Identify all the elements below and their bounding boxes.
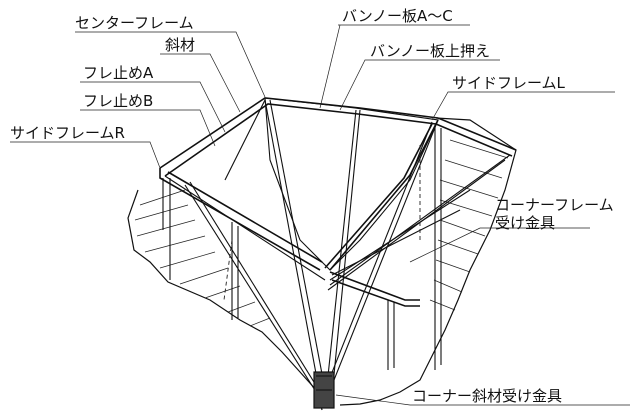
diagonal-members xyxy=(164,99,511,396)
panel-surface xyxy=(264,97,439,271)
left-slope-hatch xyxy=(134,189,271,327)
right-slope-outline xyxy=(339,117,517,406)
label-stopper-b: フレ止めB xyxy=(83,92,154,110)
right-slope-hatch xyxy=(429,139,509,311)
label-diagonal: 斜材 xyxy=(165,36,196,54)
label-side-frame-l: サイドフレームL xyxy=(452,74,565,92)
label-stopper-a: フレ止めA xyxy=(83,64,154,82)
corner-base-bracket xyxy=(313,371,335,409)
label-panel: バンノー板A〜C xyxy=(342,7,453,25)
label-center-frame: センターフレーム xyxy=(75,14,194,32)
support-posts xyxy=(162,125,442,370)
label-panel-holder: バンノー板上押え xyxy=(370,42,491,60)
leader-lines xyxy=(10,24,630,406)
label-corner-frame-bracket-1: コーナーフレーム xyxy=(495,196,614,214)
label-side-frame-r: サイドフレームR xyxy=(10,124,125,142)
label-corner-diagonal-bracket: コーナー斜材受け金具 xyxy=(412,387,563,405)
left-slope-outline xyxy=(127,189,323,411)
label-corner-frame-bracket-2: 受け金具 xyxy=(495,214,556,232)
